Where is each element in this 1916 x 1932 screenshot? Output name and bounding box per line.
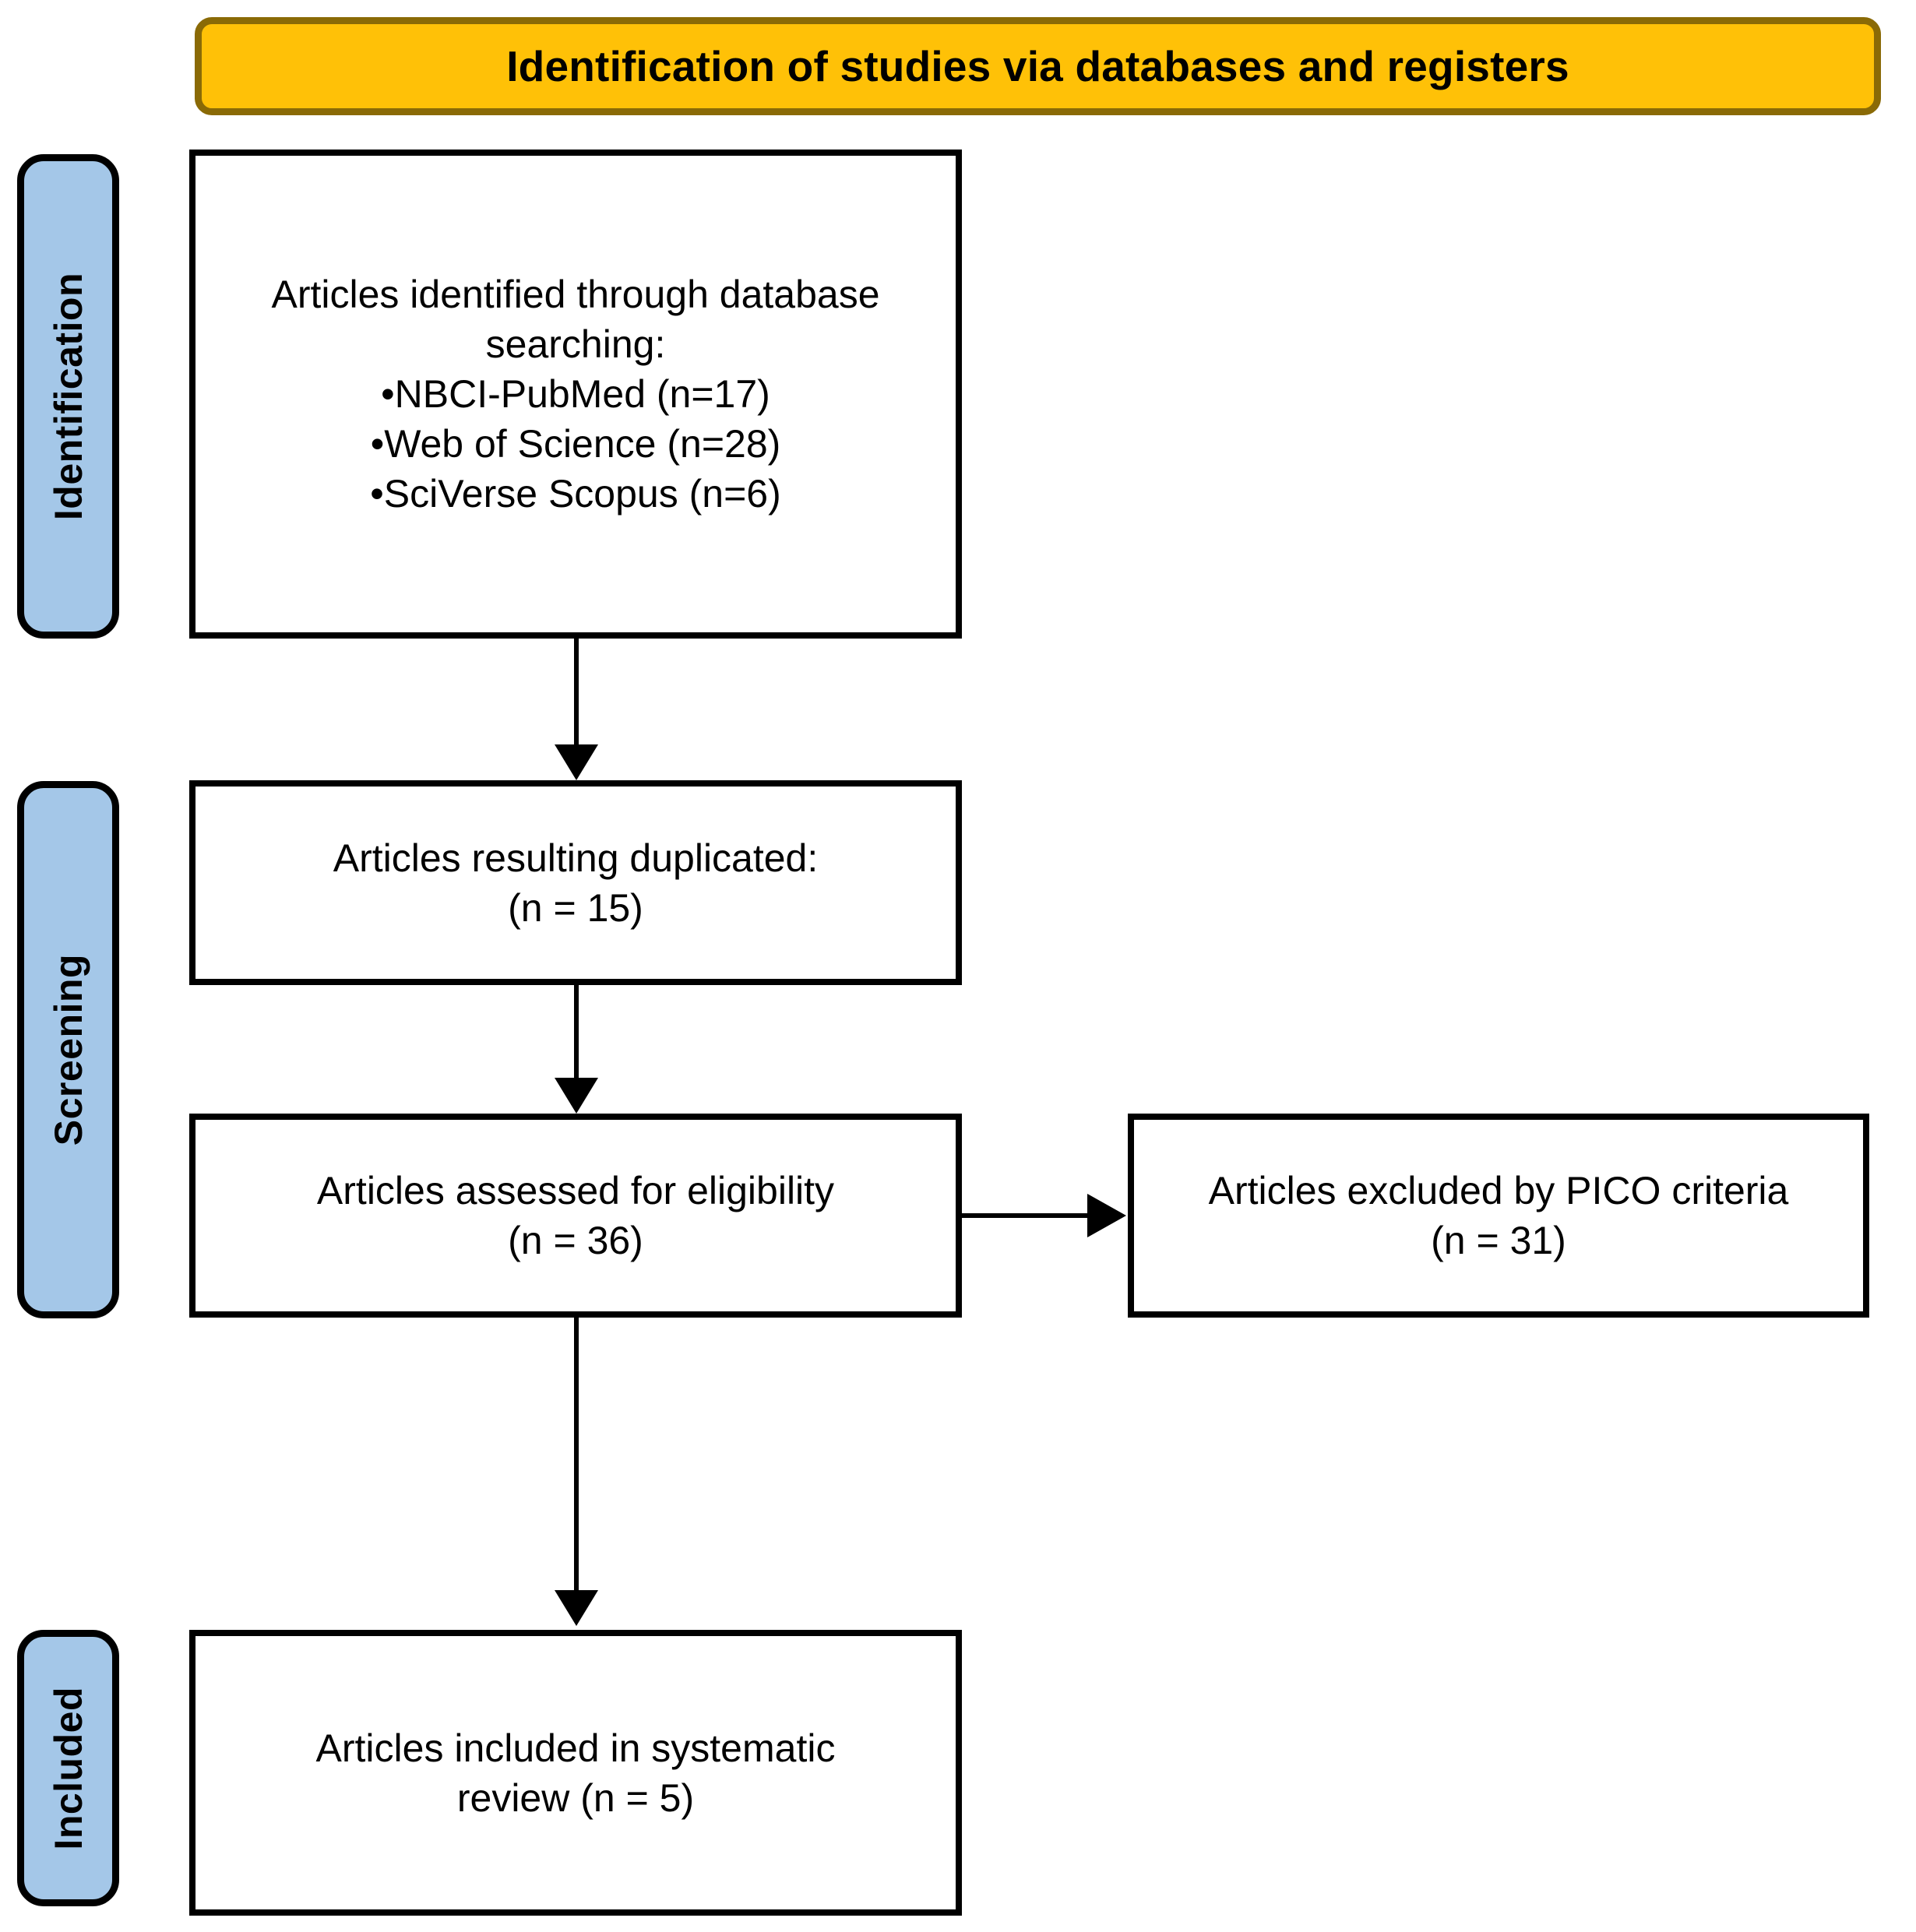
connector-identified-to-duplicated-line: [574, 639, 579, 755]
connector-duplicated-to-eligibility-line: [574, 985, 579, 1086]
box-articles-excluded-pico: Articles excluded by PICO criteria (n = …: [1128, 1114, 1869, 1318]
box-articles-identified-text: Articles identified through database sea…: [271, 273, 880, 516]
connector-eligibility-to-excluded-line: [962, 1213, 1090, 1218]
stage-label-included: Included: [17, 1630, 119, 1906]
stage-label-identification: Identification: [17, 154, 119, 639]
box-articles-assessed-eligibility: Articles assessed for eligibility (n = 3…: [189, 1114, 962, 1318]
diagram-header-banner: Identification of studies via databases …: [195, 17, 1881, 115]
connector-duplicated-to-eligibility-arrowhead-icon: [555, 1078, 598, 1114]
connector-identified-to-duplicated-arrowhead-icon: [555, 744, 598, 780]
stage-label-included-text: Included: [46, 1686, 90, 1850]
diagram-title: Identification of studies via databases …: [506, 41, 1569, 90]
box-articles-duplicated-text: Articles resulting duplicated: (n = 15): [333, 836, 819, 930]
stage-label-screening-text: Screening: [46, 953, 90, 1146]
stage-label-screening: Screening: [17, 781, 119, 1318]
box-articles-duplicated: Articles resulting duplicated: (n = 15): [189, 780, 962, 985]
box-articles-excluded-pico-text: Articles excluded by PICO criteria (n = …: [1208, 1169, 1789, 1262]
box-articles-identified: Articles identified through database sea…: [189, 150, 962, 639]
stage-label-identification-text: Identification: [46, 272, 90, 521]
box-articles-included-review: Articles included in systematic review (…: [189, 1630, 962, 1916]
connector-eligibility-to-excluded-arrowhead-icon: [1087, 1194, 1126, 1237]
connector-eligibility-to-included-arrowhead-icon: [555, 1590, 598, 1626]
connector-eligibility-to-included-line: [574, 1318, 579, 1598]
box-articles-included-review-text: Articles included in systematic review (…: [315, 1726, 836, 1820]
box-articles-assessed-eligibility-text: Articles assessed for eligibility (n = 3…: [316, 1169, 835, 1262]
